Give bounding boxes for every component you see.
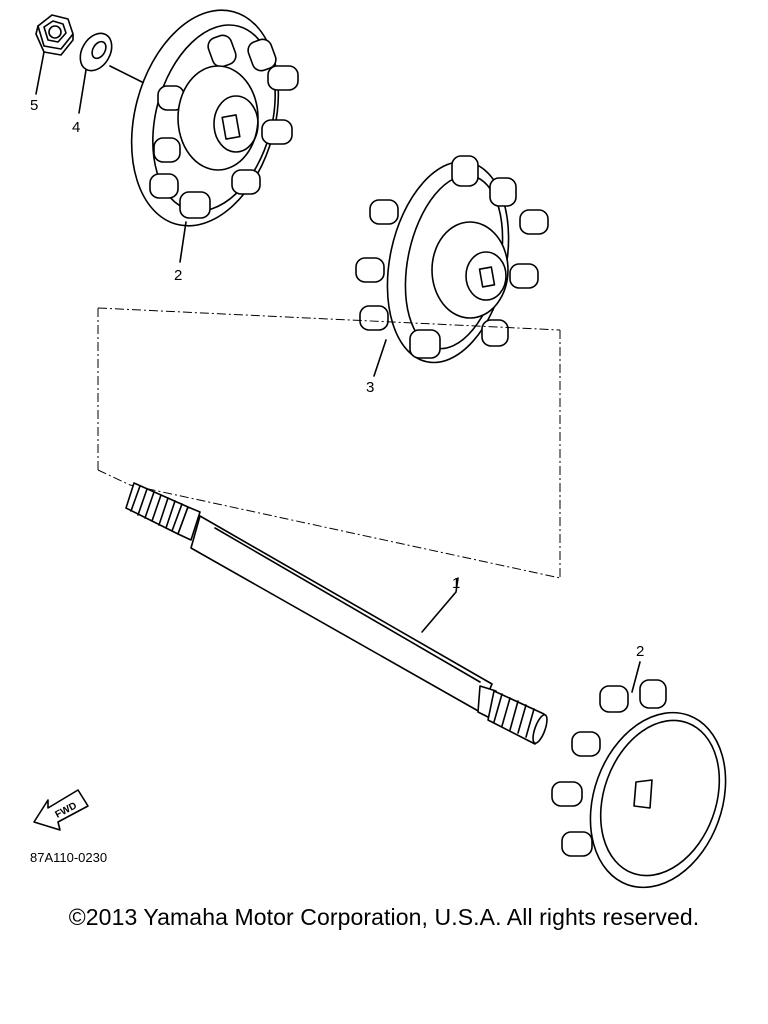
- sprocket-part-2-bottom: [551, 679, 727, 889]
- leader-line-2-bottom: [631, 661, 641, 693]
- callout-2-top: 2: [174, 267, 182, 284]
- leader-line-3: [373, 339, 387, 377]
- washer-part-4: [79, 32, 113, 72]
- assembly-guide-lines: [97, 307, 561, 579]
- alignment-line-top: [109, 65, 147, 85]
- drawing-code: 87A110-0230: [30, 850, 107, 865]
- callout-1: 1: [452, 575, 460, 592]
- drive-shaft-part-1: [125, 482, 548, 745]
- callout-2-bottom: 2: [636, 643, 644, 660]
- sprocket-part-3: [355, 155, 549, 364]
- callout-5: 5: [30, 97, 38, 114]
- copyright-notice: ©2013 Yamaha Motor Corporation, U.S.A. A…: [68, 904, 700, 930]
- leader-line-2-top: [179, 221, 187, 263]
- forward-direction-arrow-icon: FWD: [33, 789, 89, 831]
- leader-line-1: [421, 577, 459, 633]
- hex-nut-part-5: [35, 14, 74, 56]
- callout-4: 4: [72, 119, 80, 136]
- sprocket-part-2-top: [130, 9, 299, 227]
- leader-line-4: [78, 69, 87, 114]
- leader-line-5: [35, 51, 45, 95]
- callout-3: 3: [366, 379, 374, 396]
